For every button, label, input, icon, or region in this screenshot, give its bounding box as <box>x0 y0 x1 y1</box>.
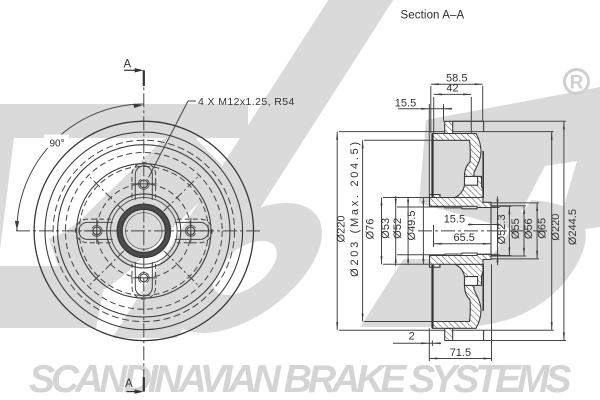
svg-text:Ø49.5: Ø49.5 <box>406 211 418 241</box>
svg-text:SCANDINAVIAN BRAKE SYSTEMS: SCANDINAVIAN BRAKE SYSTEMS <box>29 358 572 400</box>
svg-text:Ø203 (Max. 204.5): Ø203 (Max. 204.5) <box>349 139 361 277</box>
svg-text:Ø65: Ø65 <box>536 218 548 239</box>
svg-text:A: A <box>124 59 132 71</box>
svg-text:15.5: 15.5 <box>395 98 416 110</box>
svg-text:42: 42 <box>446 82 458 94</box>
svg-text:Ø55: Ø55 <box>510 218 522 239</box>
svg-text:Ø220: Ø220 <box>550 214 562 241</box>
svg-text:71.5: 71.5 <box>450 347 471 359</box>
svg-text:Ø53: Ø53 <box>380 218 392 239</box>
svg-text:58.5: 58.5 <box>446 72 467 84</box>
svg-text:15.5: 15.5 <box>444 214 465 226</box>
svg-text:Ø76: Ø76 <box>364 219 376 240</box>
svg-text:65.5: 65.5 <box>453 232 474 244</box>
svg-text:Ø56: Ø56 <box>523 218 535 239</box>
svg-text:Ø52: Ø52 <box>392 218 404 239</box>
svg-text:R: R <box>570 72 584 93</box>
svg-text:Ø52.3: Ø52.3 <box>496 214 508 244</box>
svg-text:Ø220: Ø220 <box>336 216 348 243</box>
svg-text:90°: 90° <box>50 139 65 150</box>
svg-text:2: 2 <box>409 331 415 343</box>
svg-text:Section A–A: Section A–A <box>401 10 465 22</box>
svg-text:A: A <box>125 378 133 390</box>
svg-text:Ø244.5: Ø244.5 <box>567 209 579 245</box>
svg-text:4 X M12x1.25, R54: 4 X M12x1.25, R54 <box>198 96 295 108</box>
